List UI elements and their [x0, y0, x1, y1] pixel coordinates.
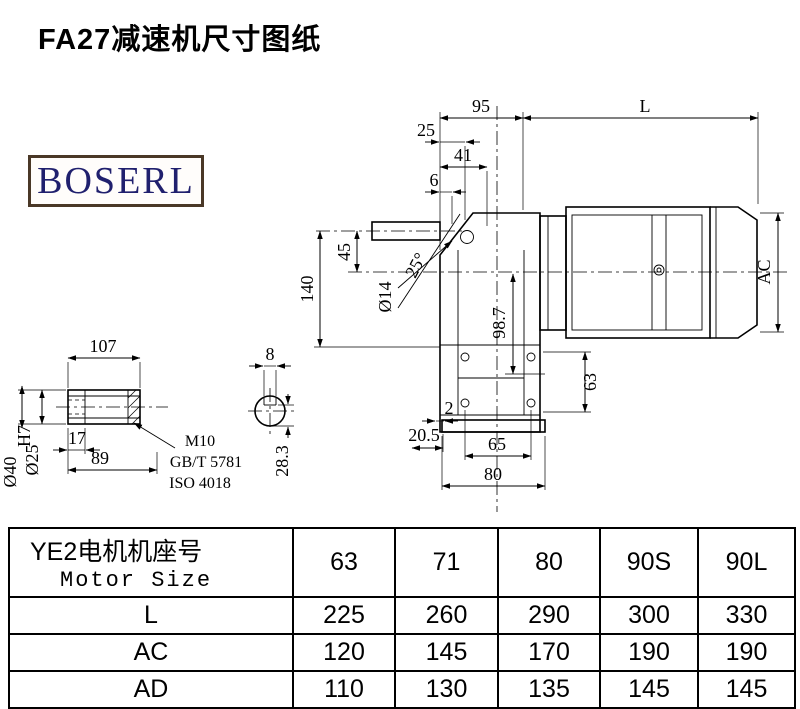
dimension-lines [18, 112, 784, 490]
dim-41: 41 [454, 145, 472, 165]
table-row-AC: AC 120 145 170 190 190 [8, 633, 796, 672]
motor-dimension-table: YE2电机机座号 Motor Size 63 71 80 90S 90L L 2… [8, 527, 796, 709]
dim-107: 107 [90, 336, 117, 356]
dim-28-3: 28.3 [272, 445, 292, 477]
table-cell: 130 [394, 670, 499, 709]
dim-65: 65 [488, 434, 506, 454]
motor-size-90l: 90L [697, 527, 796, 598]
boserl-logo: BOSERL [28, 155, 204, 207]
dim-dia14: Ø14 [375, 282, 395, 313]
dim-98-7: 98.7 [489, 307, 509, 339]
table-cell: 145 [394, 633, 499, 672]
dim-2: 2 [445, 398, 454, 418]
table-cell: 135 [497, 670, 601, 709]
table-header-cn: YE2电机机座号 [30, 538, 203, 566]
table-row-AD: AD 110 130 135 145 145 [8, 670, 796, 709]
table-header-en: Motor Size [60, 568, 213, 593]
dim-dia40: Ø40 [0, 457, 20, 488]
motor-size-71: 71 [394, 527, 499, 598]
table-cell: 190 [599, 633, 699, 672]
dim-17: 17 [68, 428, 86, 448]
dim-45: 45 [334, 243, 354, 261]
dim-angle-25deg: 25° [401, 249, 430, 281]
dim-140: 140 [297, 276, 317, 303]
dim-95: 95 [472, 96, 490, 116]
dim-dia25h7: Ø25 H7 [14, 425, 42, 476]
shaft-section-outline [254, 395, 286, 427]
dim-8: 8 [266, 344, 275, 364]
dim-dia25: Ø25 [22, 445, 42, 476]
standard-iso4018: ISO 4018 [169, 475, 231, 492]
table-cell: 300 [599, 596, 699, 635]
table-cell: 120 [292, 633, 396, 672]
motor-size-80: 80 [497, 527, 601, 598]
table-cell: 145 [697, 670, 796, 709]
technical-drawing: 95 L 25 41 6 45 140 Ø14 25° 98.7 AC 63 2… [0, 96, 790, 512]
motor-size-63: 63 [292, 527, 396, 598]
dim-80: 80 [484, 464, 502, 484]
motor-outline [539, 206, 758, 339]
table-cell: 290 [497, 596, 601, 635]
table-cell: 260 [394, 596, 499, 635]
boserl-logo-text: BOSERL [37, 160, 195, 202]
dim-25: 25 [417, 120, 435, 140]
table-cell: 225 [292, 596, 396, 635]
dim-63: 63 [580, 373, 600, 391]
table-row-L: L 225 260 290 300 330 [8, 596, 796, 635]
dim-6: 6 [430, 170, 439, 190]
standard-gbt5781: GB/T 5781 [170, 454, 242, 471]
dim-AC: AC [754, 259, 774, 284]
motor-size-90s: 90S [599, 527, 699, 598]
dim-L: L [640, 96, 651, 116]
row-label-AC: AC [8, 633, 294, 672]
table-cell: 190 [697, 633, 796, 672]
table-header-row: YE2电机机座号 Motor Size 63 71 80 90S 90L [8, 527, 796, 598]
table-cell: 330 [697, 596, 796, 635]
dim-20-5: 20.5 [408, 425, 440, 445]
shaft-detail-outline [67, 389, 141, 425]
table-cell: 110 [292, 670, 396, 709]
dim-89: 89 [91, 448, 109, 468]
table-header-cell: YE2电机机座号 Motor Size [8, 527, 294, 598]
row-label-AD: AD [8, 670, 294, 709]
gearbox-housing-outline [371, 212, 546, 433]
table-cell: 170 [497, 633, 601, 672]
page-title: FA27减速机尺寸图纸 [38, 24, 322, 56]
thread-spec-m10: M10 [185, 433, 215, 450]
table-cell: 145 [599, 670, 699, 709]
dim-dia25-tolerance: H7 [14, 425, 34, 447]
row-label-L: L [8, 596, 294, 635]
